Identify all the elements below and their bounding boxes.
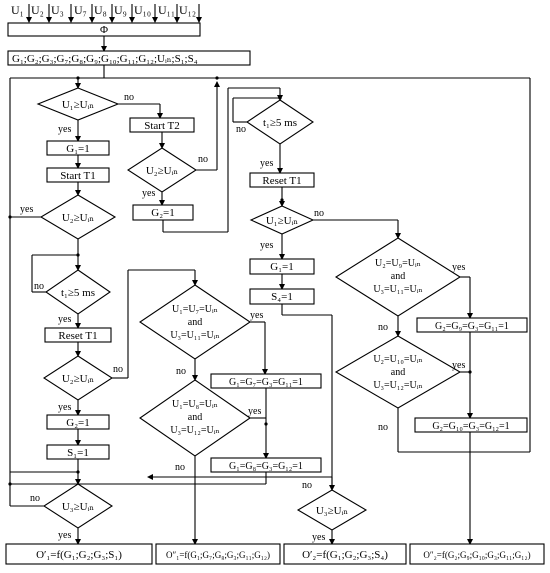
- no-label: no: [30, 493, 40, 504]
- output-o2-double-prime-label: O″₂=f(G₂;G₉;G₁₀;G₃;G₁₁;G₁₂): [423, 550, 530, 560]
- yes-label: yes: [452, 262, 465, 273]
- decision-d9-line3: U₃=U₁₁=Uᵢₙ: [170, 330, 219, 341]
- decision-d12-line1: U₂=U₁₀=Uᵢₙ: [373, 354, 422, 365]
- decision-d10-line3: U₃=U₁₂=Uᵢₙ: [170, 425, 219, 436]
- input-u11: U₁₁: [158, 3, 175, 17]
- no-label: no: [124, 92, 134, 103]
- output-o2-prime-block: [283, 543, 407, 565]
- yes-label: yes: [142, 188, 155, 199]
- yes-label: yes: [452, 360, 465, 371]
- decision-d10-line1: U₁=U₈=Uᵢₙ: [172, 399, 218, 410]
- decision-u1-label: U₁≥Uᵢₙ: [62, 99, 95, 111]
- yes-label: yes: [312, 532, 325, 543]
- g2-g10-g3-g12-block: [414, 417, 528, 433]
- g2-g9-g3-g11-label: G₂=G₉=G₃=G₁₁=1: [435, 321, 509, 332]
- g1-set-left-label: G₁=1: [66, 143, 89, 155]
- no-label: no: [302, 480, 312, 491]
- yes-label: yes: [248, 406, 261, 417]
- decision-d9-line1: U₁=U₇=Uᵢₙ: [172, 304, 218, 315]
- no-label: no: [34, 281, 44, 292]
- input-u12: U₁₂: [179, 3, 196, 17]
- no-label: no: [378, 422, 388, 433]
- decision-d11-line2: and: [391, 271, 405, 282]
- output-o1-prime-block: [5, 543, 153, 565]
- decision-u3-right-label: U₃≥Uᵢₙ: [316, 505, 349, 517]
- no-label: no: [176, 366, 186, 377]
- yes-label: yes: [260, 158, 273, 169]
- input-u7: U₇: [74, 3, 87, 17]
- output-o1-double-prime-label: O″₁=f(G₁;G₇;G₈;G₃;G₁₁;G₁₂): [166, 550, 270, 560]
- s1-set-label: S₁=1: [67, 447, 89, 459]
- decision-d11-line1: U₂=U₉=Uᵢₙ: [375, 258, 421, 269]
- no-label: no: [378, 322, 388, 333]
- yes-label: yes: [20, 204, 33, 215]
- decision-u3-left-label: U₃≥Uᵢₙ: [62, 501, 95, 513]
- start-t2-label: Start T2: [144, 120, 180, 132]
- decision-u2-lower-label: U₂≥Uᵢₙ: [62, 373, 95, 385]
- decision-d9-line2: and: [188, 317, 202, 328]
- no-label: no: [175, 462, 185, 473]
- s4-set-label: S₄=1: [271, 291, 293, 303]
- input-signals: U₁ U₂ U₃ U₇ U₈ U₉ U₁₀ U₁₁ U₁₂: [11, 3, 202, 23]
- yes-label: yes: [58, 124, 71, 135]
- no-label: no: [198, 154, 208, 165]
- yes-label: yes: [58, 314, 71, 325]
- decision-d12-line3: U₃=U₁₂=Uᵢₙ: [373, 380, 422, 391]
- output-o2-prime-label: O′₂=f(G₁;G₂;G₃;S₄): [302, 549, 388, 561]
- decision-u2-mid-label: U₂≥Uᵢₙ: [146, 165, 179, 177]
- yes-label: yes: [58, 530, 71, 541]
- no-label: no: [113, 364, 123, 375]
- start-t1-label: Start T1: [60, 170, 96, 182]
- decision-d12-line2: and: [391, 367, 405, 378]
- no-label: no: [314, 208, 324, 219]
- output-o1-prime-label: O′₁=f(G₁;G₂;G₃;S₁): [36, 549, 122, 561]
- no-label: no: [236, 124, 246, 135]
- state-label: G₁;G₂;G₃;G₇;G₈;G₉;G₁₀;G₁₁;G₁₂;Uᵢₙ;S₁;S₄: [12, 53, 198, 65]
- input-u10: U₁₀: [134, 3, 151, 17]
- output-o2-double-prime-block: [409, 543, 545, 565]
- decision-d10-line2: and: [188, 412, 202, 423]
- g2-g9-g3-g11-block: [416, 317, 528, 333]
- yes-label: yes: [260, 240, 273, 251]
- output-o1-double-prime-block: [155, 543, 281, 565]
- g1-g8-g3-g12-label: G₁=G₈=G₃=G₁₂=1: [229, 461, 303, 472]
- g2-set-mid-label: G₂=1: [151, 207, 174, 219]
- g2-g10-g3-g12-label: G₂=G₁₀=G₃=G₁₂=1: [432, 421, 509, 432]
- input-u8: U₈: [94, 3, 107, 17]
- decision-d11-line3: U₃=U₁₁=Uᵢₙ: [373, 284, 422, 295]
- g1-g7-g3-g11-label: G₁=G₇=G₃=G₁₁=1: [229, 377, 303, 388]
- decision-u2-left-label: U₂≥Uᵢₙ: [62, 212, 95, 224]
- state-block: [7, 50, 251, 66]
- input-u3: U₃: [51, 3, 64, 17]
- decision-t1-right-label: t₁≥5 ms: [263, 117, 297, 129]
- input-u2: U₂: [31, 3, 44, 17]
- yes-label: yes: [58, 402, 71, 413]
- input-u9: U₉: [114, 3, 127, 17]
- decision-u1-right-label: U₁≥Uᵢₙ: [266, 215, 299, 227]
- phi-label: Φ: [100, 24, 108, 36]
- g2-set-left-label: G₂=1: [66, 417, 89, 429]
- input-u1: U₁: [11, 3, 24, 17]
- g1-set-right-label: G₁=1: [270, 261, 293, 273]
- decision-t1-left-label: t₁≥5 ms: [61, 287, 95, 299]
- reset-t1-left-label: Reset T1: [58, 330, 97, 342]
- reset-t1-right-label: Reset T1: [262, 175, 301, 187]
- yes-label: yes: [250, 310, 263, 321]
